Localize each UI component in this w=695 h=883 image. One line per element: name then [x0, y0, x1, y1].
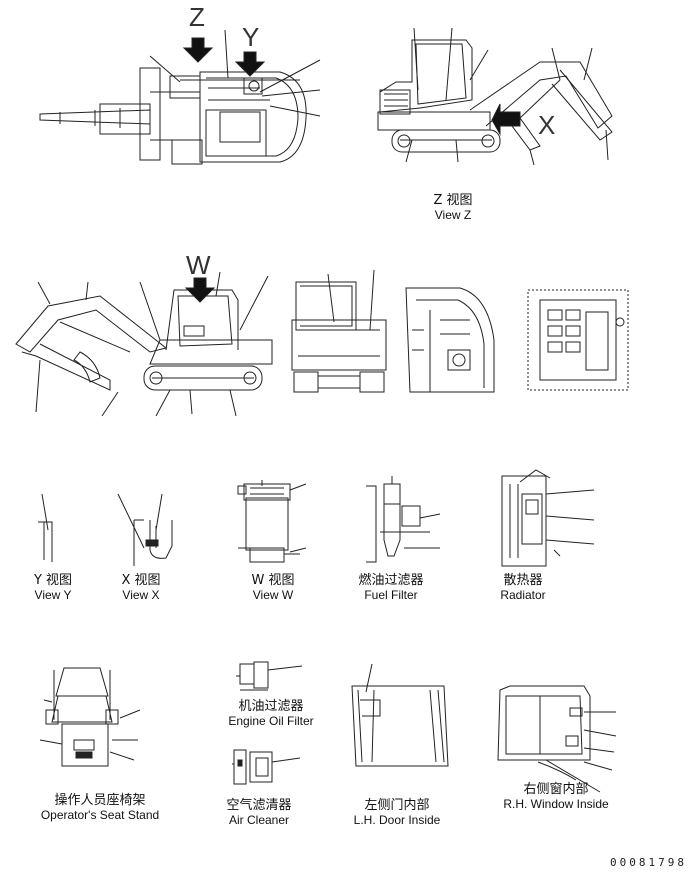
caption-radiator: 散热器 Radiator — [488, 573, 558, 603]
caption-view-y-zh: Y 视图 — [33, 573, 73, 588]
radiator-drawing — [501, 469, 595, 567]
air-cleaner-drawing — [232, 749, 301, 785]
excavator-side-view-left — [15, 271, 273, 417]
caption-view-w: W 视图 View W — [238, 573, 308, 603]
caption-view-w-zh: W 视图 — [251, 573, 295, 588]
caption-view-z: Z 视图 View Z — [418, 193, 488, 223]
caption-door-inside-zh: 左侧门内部 — [364, 798, 430, 813]
excavator-side-view-right — [377, 27, 613, 166]
caption-fuel-filter-zh: 燃油过滤器 — [358, 573, 424, 588]
caption-seat-stand-zh: 操作人员座椅架 — [54, 793, 146, 808]
caption-seat-stand-en: Operator's Seat Stand — [40, 808, 160, 822]
rh-window-inside-drawing — [497, 685, 617, 793]
caption-view-z-zh: Z 视图 — [433, 193, 473, 208]
control-panel-sketch — [527, 289, 629, 391]
view-letter-x: X — [538, 110, 556, 140]
caption-window-inside-zh: 右侧窗内部 — [523, 782, 589, 797]
excavator-rear-view — [291, 269, 387, 393]
fuel-filter-drawing — [366, 476, 441, 563]
caption-door-inside: 左侧门内部 L.H. Door Inside — [346, 798, 448, 828]
caption-view-w-en: View W — [252, 588, 294, 602]
view-y-drawing — [38, 493, 53, 562]
view-w-drawing — [237, 480, 307, 563]
caption-air-cleaner-zh: 空气滤清器 — [226, 798, 292, 813]
caption-engine-oil-filter-en: Engine Oil Filter — [228, 714, 314, 728]
caption-engine-oil-filter: 机油过滤器 Engine Oil Filter — [218, 699, 324, 729]
caption-view-x-en: View X — [122, 588, 160, 602]
cab-interior-sketch — [405, 287, 495, 393]
seat-stand-drawing — [39, 667, 141, 767]
caption-view-x: X 视图 View X — [106, 573, 176, 603]
lh-door-inside-drawing — [351, 663, 449, 767]
caption-view-z-en: View Z — [434, 208, 472, 222]
caption-radiator-zh: 散热器 — [503, 573, 543, 588]
caption-view-y: Y 视图 View Y — [18, 573, 88, 603]
caption-air-cleaner-en: Air Cleaner — [228, 813, 290, 827]
document-number: 00081798 — [610, 856, 687, 869]
caption-view-y-en: View Y — [34, 588, 72, 602]
caption-engine-oil-filter-zh: 机油过滤器 — [238, 699, 304, 714]
caption-fuel-filter: 燃油过滤器 Fuel Filter — [346, 573, 436, 603]
view-letter-z: Z — [189, 2, 205, 32]
caption-radiator-en: Radiator — [500, 588, 546, 602]
caption-window-inside: 右侧窗内部 R.H. Window Inside — [498, 782, 614, 812]
view-letter-y: Y — [242, 22, 260, 52]
caption-air-cleaner: 空气滤清器 Air Cleaner — [218, 798, 300, 828]
view-x-drawing — [117, 493, 173, 566]
caption-fuel-filter-en: Fuel Filter — [364, 588, 418, 602]
caption-view-x-zh: X 视图 — [121, 573, 161, 588]
view-letter-w: W — [186, 250, 211, 280]
engine-oil-filter-drawing — [236, 661, 303, 691]
caption-seat-stand: 操作人员座椅架 Operator's Seat Stand — [28, 793, 172, 823]
excavator-top-view — [39, 29, 321, 165]
caption-door-inside-en: L.H. Door Inside — [353, 813, 441, 827]
caption-window-inside-en: R.H. Window Inside — [503, 797, 609, 811]
